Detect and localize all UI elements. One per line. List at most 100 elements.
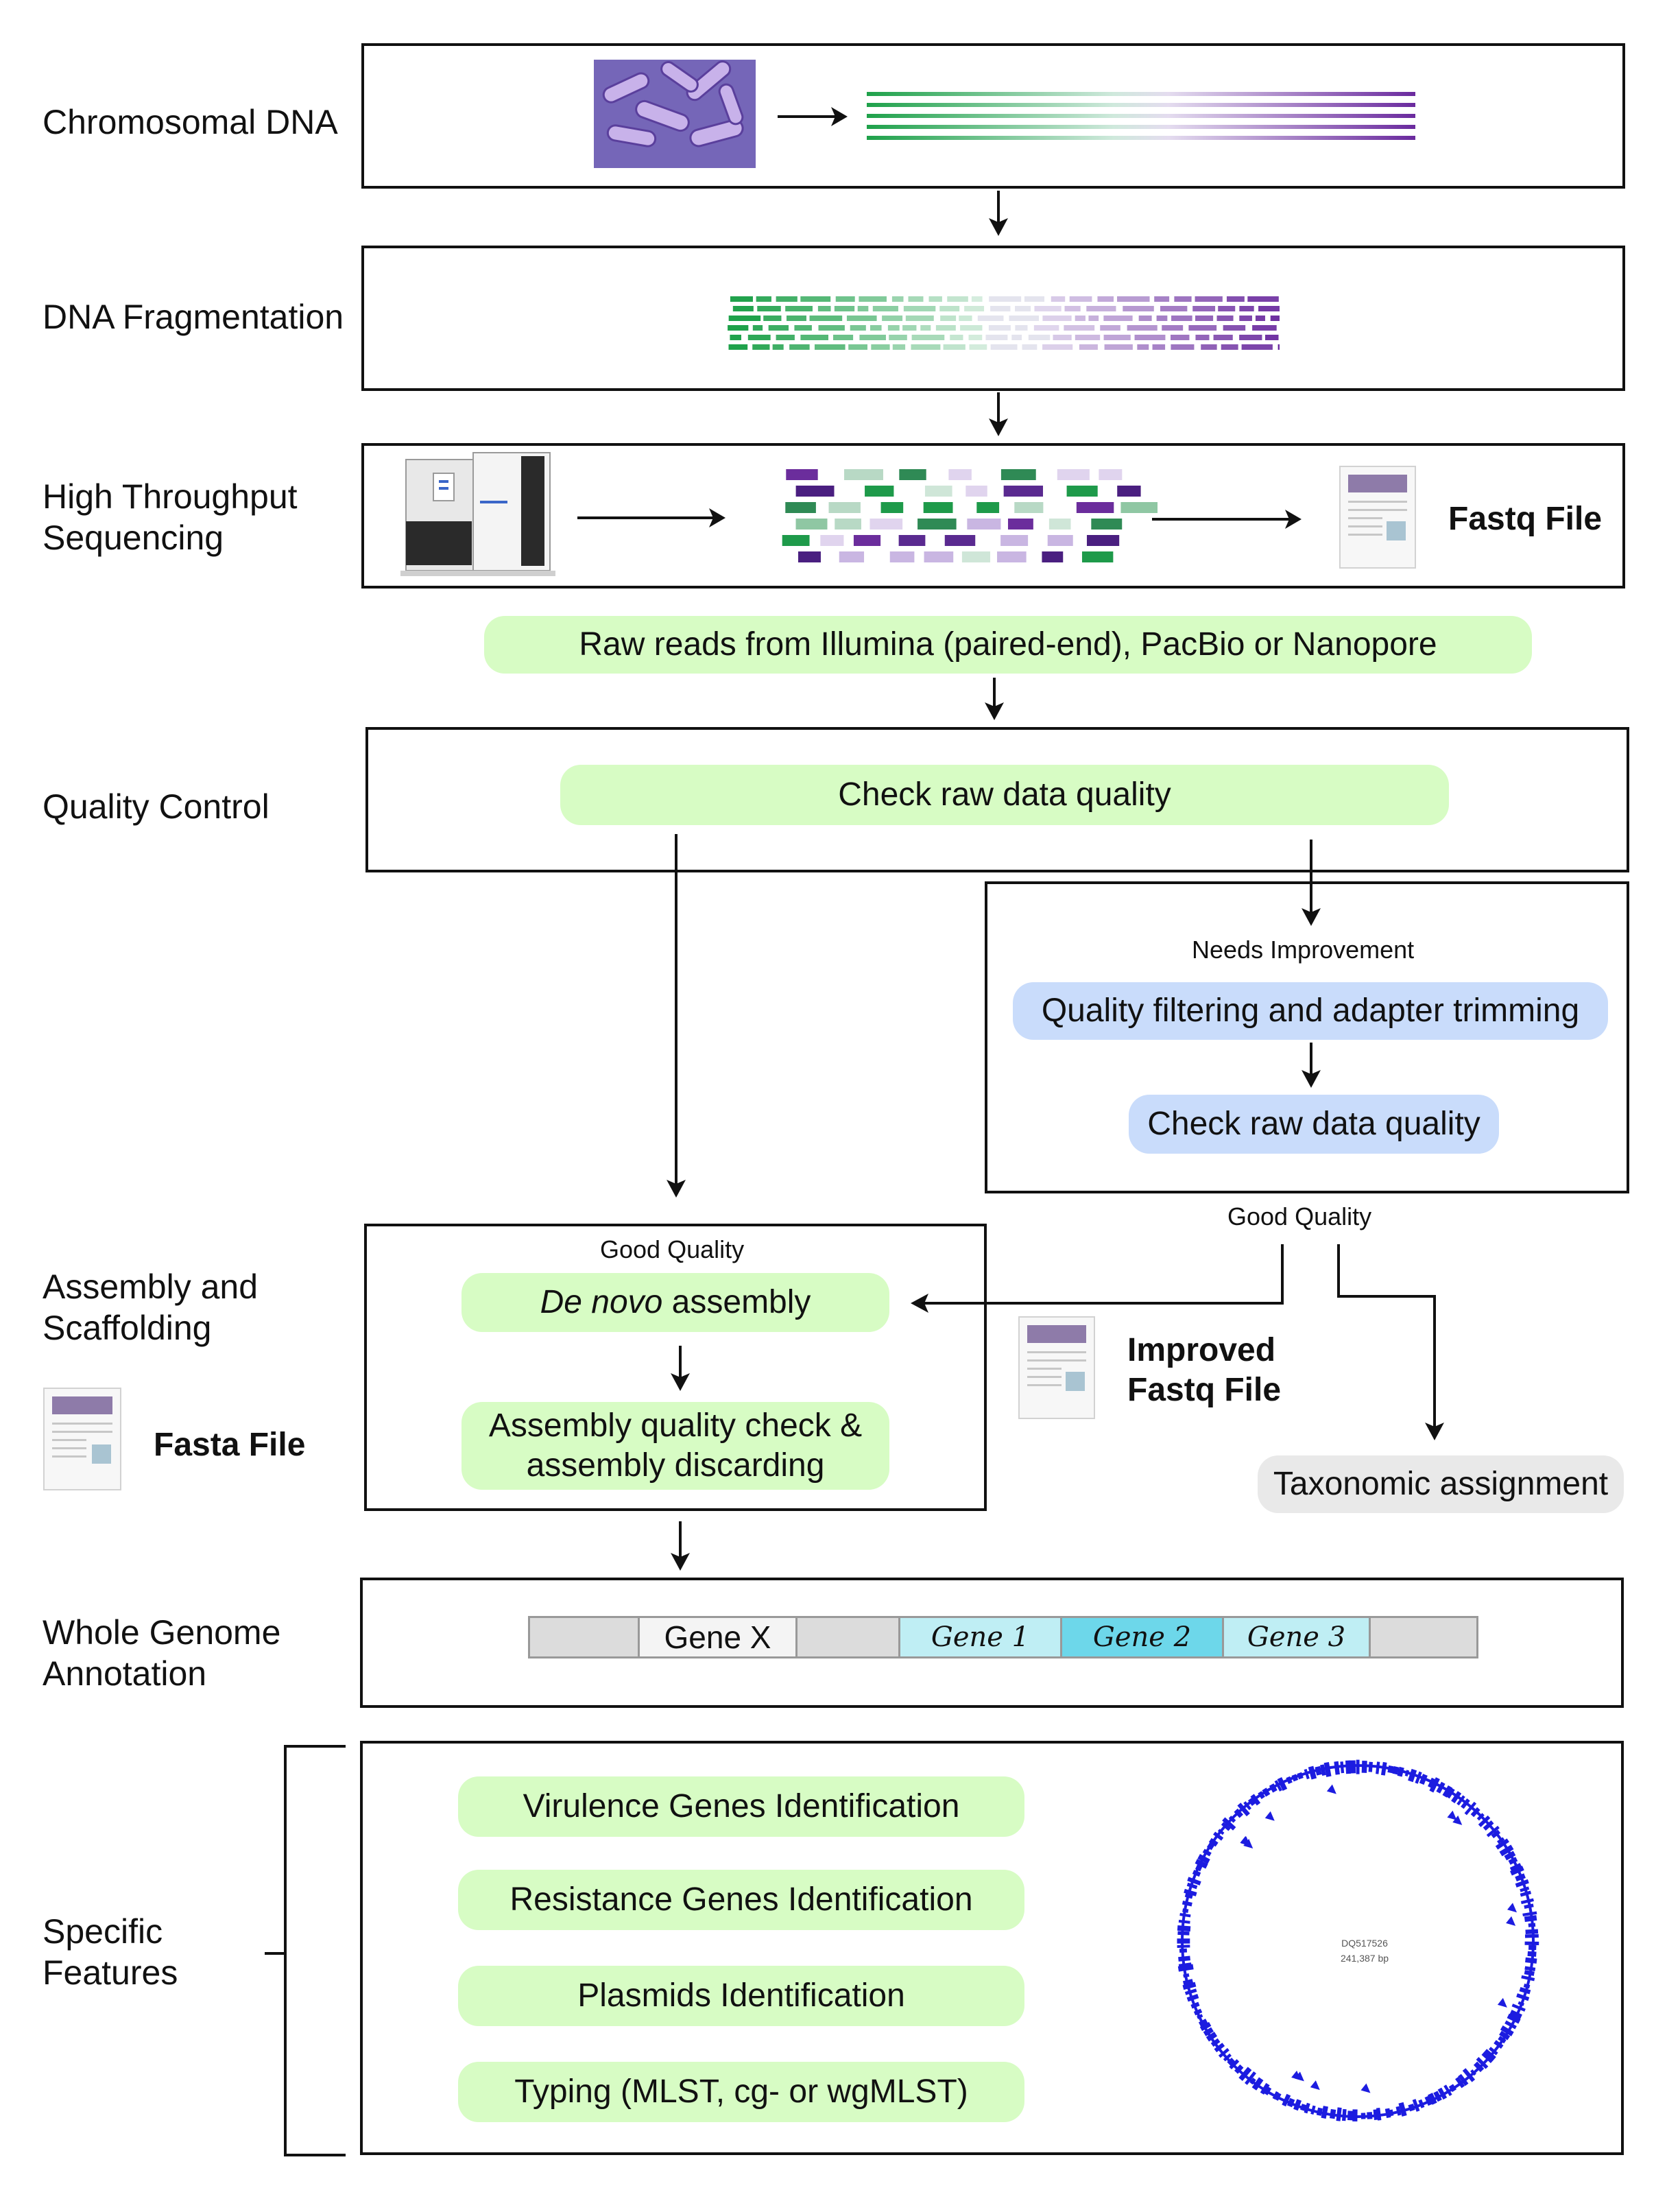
dna-fragment [1226, 296, 1245, 302]
plasmid-gene-feature [1404, 1770, 1410, 1777]
plasmid-size: 241,387 bp [1340, 1953, 1389, 1964]
dna-strands [867, 92, 1415, 140]
sequencing-read [839, 551, 865, 562]
plasmid-gene-feature [1494, 2040, 1504, 2049]
plasmid-gene-feature [1221, 1822, 1231, 1831]
dna-fragment [935, 325, 956, 331]
plasmid-gene-feature [1456, 1795, 1465, 1806]
sequencing-read [1003, 486, 1044, 497]
plasmid-gene-feature [1350, 1760, 1356, 1774]
plasmid-gene-feature [1509, 1863, 1522, 1872]
plasmid-gene-feature [1243, 1801, 1251, 1811]
sequencing-read [1066, 486, 1098, 497]
plasmid-gene-feature [1316, 2107, 1323, 2116]
dna-fragment [730, 296, 753, 302]
arrow-to-annotation [671, 1553, 690, 1571]
sequencing-read [785, 502, 816, 513]
plasmid-gene-feature [1310, 2105, 1316, 2115]
plasmid-gene-feature [1498, 2036, 1507, 2044]
plasmid-gene-feature [1245, 2071, 1256, 2085]
good-quality-right-label: Good Quality [1227, 1202, 1372, 1230]
plasmid-gene-feature [1329, 2108, 1336, 2119]
dna-fragment [1051, 296, 1066, 302]
dna-fragment [772, 344, 784, 350]
plasmid-marker [1507, 1903, 1518, 1913]
plasmid-marker [1310, 2080, 1320, 2091]
dna-fragment [1216, 316, 1234, 321]
plasmid-gene-feature [1190, 2001, 1200, 2009]
plasmid-gene-feature [1520, 1886, 1530, 1892]
sequencing-read [1099, 469, 1123, 480]
plasmid-gene-feature [1476, 2057, 1489, 2069]
dna-fragment [776, 296, 797, 302]
plasmid-gene-feature [1250, 1794, 1261, 1806]
dna-fragment [977, 316, 1004, 321]
plasmid-gene-feature [1234, 1808, 1244, 1818]
raw-reads-pill: Raw reads from Illumina (paired-end), Pa… [484, 616, 1532, 674]
plasmid-gene-feature [1437, 2087, 1448, 2100]
plasmid-gene-feature [1193, 2008, 1203, 2016]
plasmid-gene-feature [1315, 1765, 1322, 1776]
arrow-improved-to-assembly [911, 1294, 928, 1313]
dna-fragment [789, 344, 810, 350]
plasmid-gene-feature [1525, 1957, 1537, 1964]
plasmid-marker [1506, 1916, 1516, 1926]
plasmid-gene-feature [1206, 2032, 1218, 2042]
plasmid-marker [1497, 1997, 1507, 2008]
plasmid-gene-feature [1178, 1962, 1192, 1968]
plasmid-gene-feature [1247, 1798, 1256, 1806]
plasmid-marker [1360, 2083, 1371, 2093]
dna-fragment [1104, 344, 1133, 350]
dna-fragment [902, 325, 917, 331]
plasmid-gene-feature [1184, 1892, 1193, 1899]
dna-fragment [1239, 316, 1252, 321]
dna-fragment [905, 316, 934, 321]
dna-fragment [1239, 335, 1262, 340]
plasmid-gene-feature [1521, 1975, 1535, 1982]
plasmid-gene-feature [1515, 1873, 1526, 1882]
dna-fragment [1117, 296, 1150, 302]
sequencing-read [966, 486, 987, 497]
plasmid-gene-feature [1177, 1925, 1191, 1932]
dna-fragment [870, 325, 882, 331]
plasmid-gene-feature [1228, 1816, 1236, 1823]
stage-label-chromosomal: Chromosomal DNA [43, 103, 338, 141]
dna-fragment [947, 296, 968, 302]
dna-fragment [756, 296, 771, 302]
sequencing-read [1120, 502, 1158, 513]
plasmid-gene-feature [1340, 1761, 1345, 1774]
dna-fragment [1255, 316, 1265, 321]
plasmid-marker [1294, 2071, 1304, 2082]
dna-fragment [848, 344, 867, 350]
dna-fragment [1103, 335, 1131, 340]
plasmid-marker [1326, 1784, 1336, 1794]
sequencing-read [786, 469, 818, 480]
plasmid-gene-feature [1516, 1993, 1530, 2001]
sequencing-read [1000, 535, 1029, 546]
plasmid-gene-feature [1436, 1781, 1446, 1794]
plasmid-gene-feature [1217, 1829, 1225, 1835]
plasmid-gene-feature [1286, 1776, 1293, 1784]
plasmid-gene-feature [1499, 1844, 1514, 1857]
dna-fragment [833, 335, 854, 340]
plasmid-gene-feature [1199, 2021, 1212, 2032]
dna-fragment [911, 344, 941, 350]
stage-label-features: Specific Features [43, 1912, 178, 1992]
gene-spacer [797, 1618, 900, 1656]
plasmid-gene-feature [1523, 1983, 1531, 1989]
plasmid-gene-feature [1183, 1973, 1190, 1978]
plasmid-gene-feature [1446, 1787, 1455, 1799]
arrow-to-taxonomic [1425, 1423, 1444, 1440]
plasmid-gene-feature [1524, 1903, 1534, 1909]
dna-fragment [1064, 325, 1095, 331]
plasmid-gene-feature [1182, 1979, 1194, 1986]
plasmid-gene-feature [1203, 2027, 1214, 2036]
dna-fragment [1270, 316, 1280, 321]
plasmid-gene-feature [1376, 2107, 1382, 2121]
bacteria-illustration [594, 60, 756, 168]
dna-fragment [728, 316, 761, 321]
plasmid-gene-feature [1519, 1987, 1531, 1995]
gene-spacer [530, 1618, 640, 1656]
plasmid-gene-feature [1443, 2084, 1452, 2097]
